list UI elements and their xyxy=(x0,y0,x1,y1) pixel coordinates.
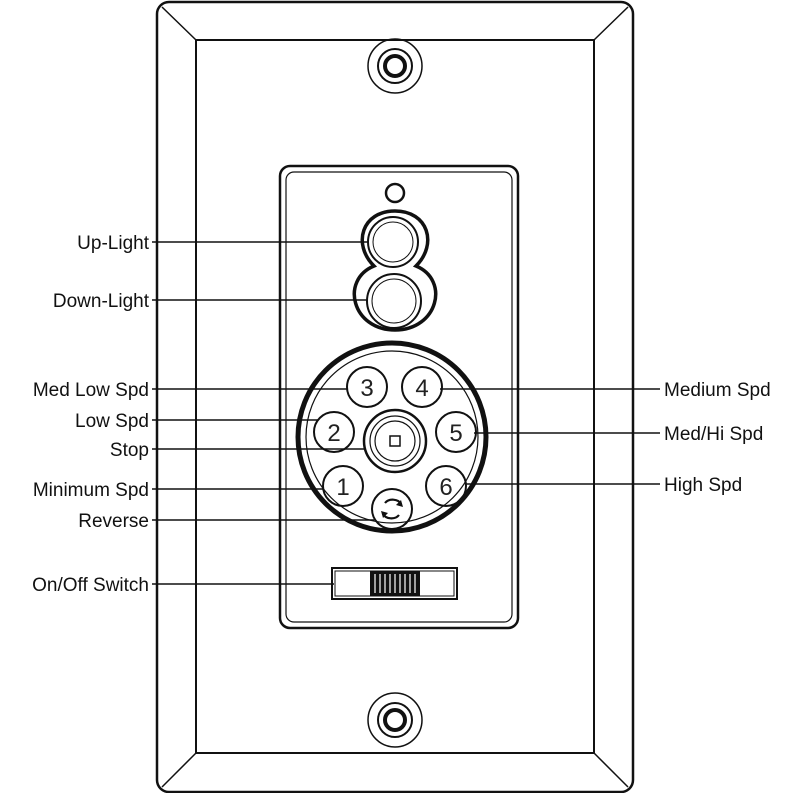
label-med-hi-spd: Med/Hi Spd xyxy=(664,424,763,445)
leader-lines xyxy=(152,241,660,585)
reverse-button[interactable] xyxy=(371,488,413,530)
speed-button-1-label: 1 xyxy=(336,474,349,501)
indicator-led xyxy=(384,182,406,204)
label-stop: Stop xyxy=(110,440,149,461)
speed-button-6-label: 6 xyxy=(439,474,452,501)
label-down-light: Down-Light xyxy=(53,291,150,312)
light-buttons-housing xyxy=(352,209,438,332)
speed-button-2[interactable]: 2 xyxy=(313,411,355,453)
speed-button-4-label: 4 xyxy=(415,375,428,402)
down-light-button[interactable] xyxy=(366,273,422,329)
speed-button-5[interactable]: 5 xyxy=(435,411,477,453)
speed-button-5-label: 5 xyxy=(449,420,462,447)
switch-slider[interactable] xyxy=(370,571,420,596)
stop-icon xyxy=(389,435,401,447)
wall-plate xyxy=(155,0,635,793)
top-screw xyxy=(367,38,423,94)
label-low-spd: Low Spd xyxy=(75,411,149,432)
stop-button[interactable] xyxy=(362,408,428,474)
speed-button-4[interactable]: 4 xyxy=(401,366,443,408)
label-up-light: Up-Light xyxy=(77,233,150,254)
speed-button-3[interactable]: 3 xyxy=(346,366,388,408)
label-med-low-spd: Med Low Spd xyxy=(33,380,149,401)
control-module xyxy=(278,164,520,630)
speed-button-3-label: 3 xyxy=(360,375,373,402)
speed-dial xyxy=(295,340,489,534)
label-reverse: Reverse xyxy=(78,511,149,532)
up-light-button[interactable] xyxy=(367,216,419,268)
reverse-arrows-icon xyxy=(381,498,403,520)
label-on-off-switch: On/Off Switch xyxy=(32,575,149,596)
label-medium-spd: Medium Spd xyxy=(664,380,771,401)
label-minimum-spd: Minimum Spd xyxy=(33,480,149,501)
speed-button-2-label: 2 xyxy=(327,420,340,447)
bottom-screw xyxy=(367,692,423,748)
on-off-switch[interactable] xyxy=(331,567,458,600)
speed-button-1[interactable]: 1 xyxy=(322,465,364,507)
speed-button-6[interactable]: 6 xyxy=(425,465,467,507)
label-high-spd: High Spd xyxy=(664,475,742,496)
